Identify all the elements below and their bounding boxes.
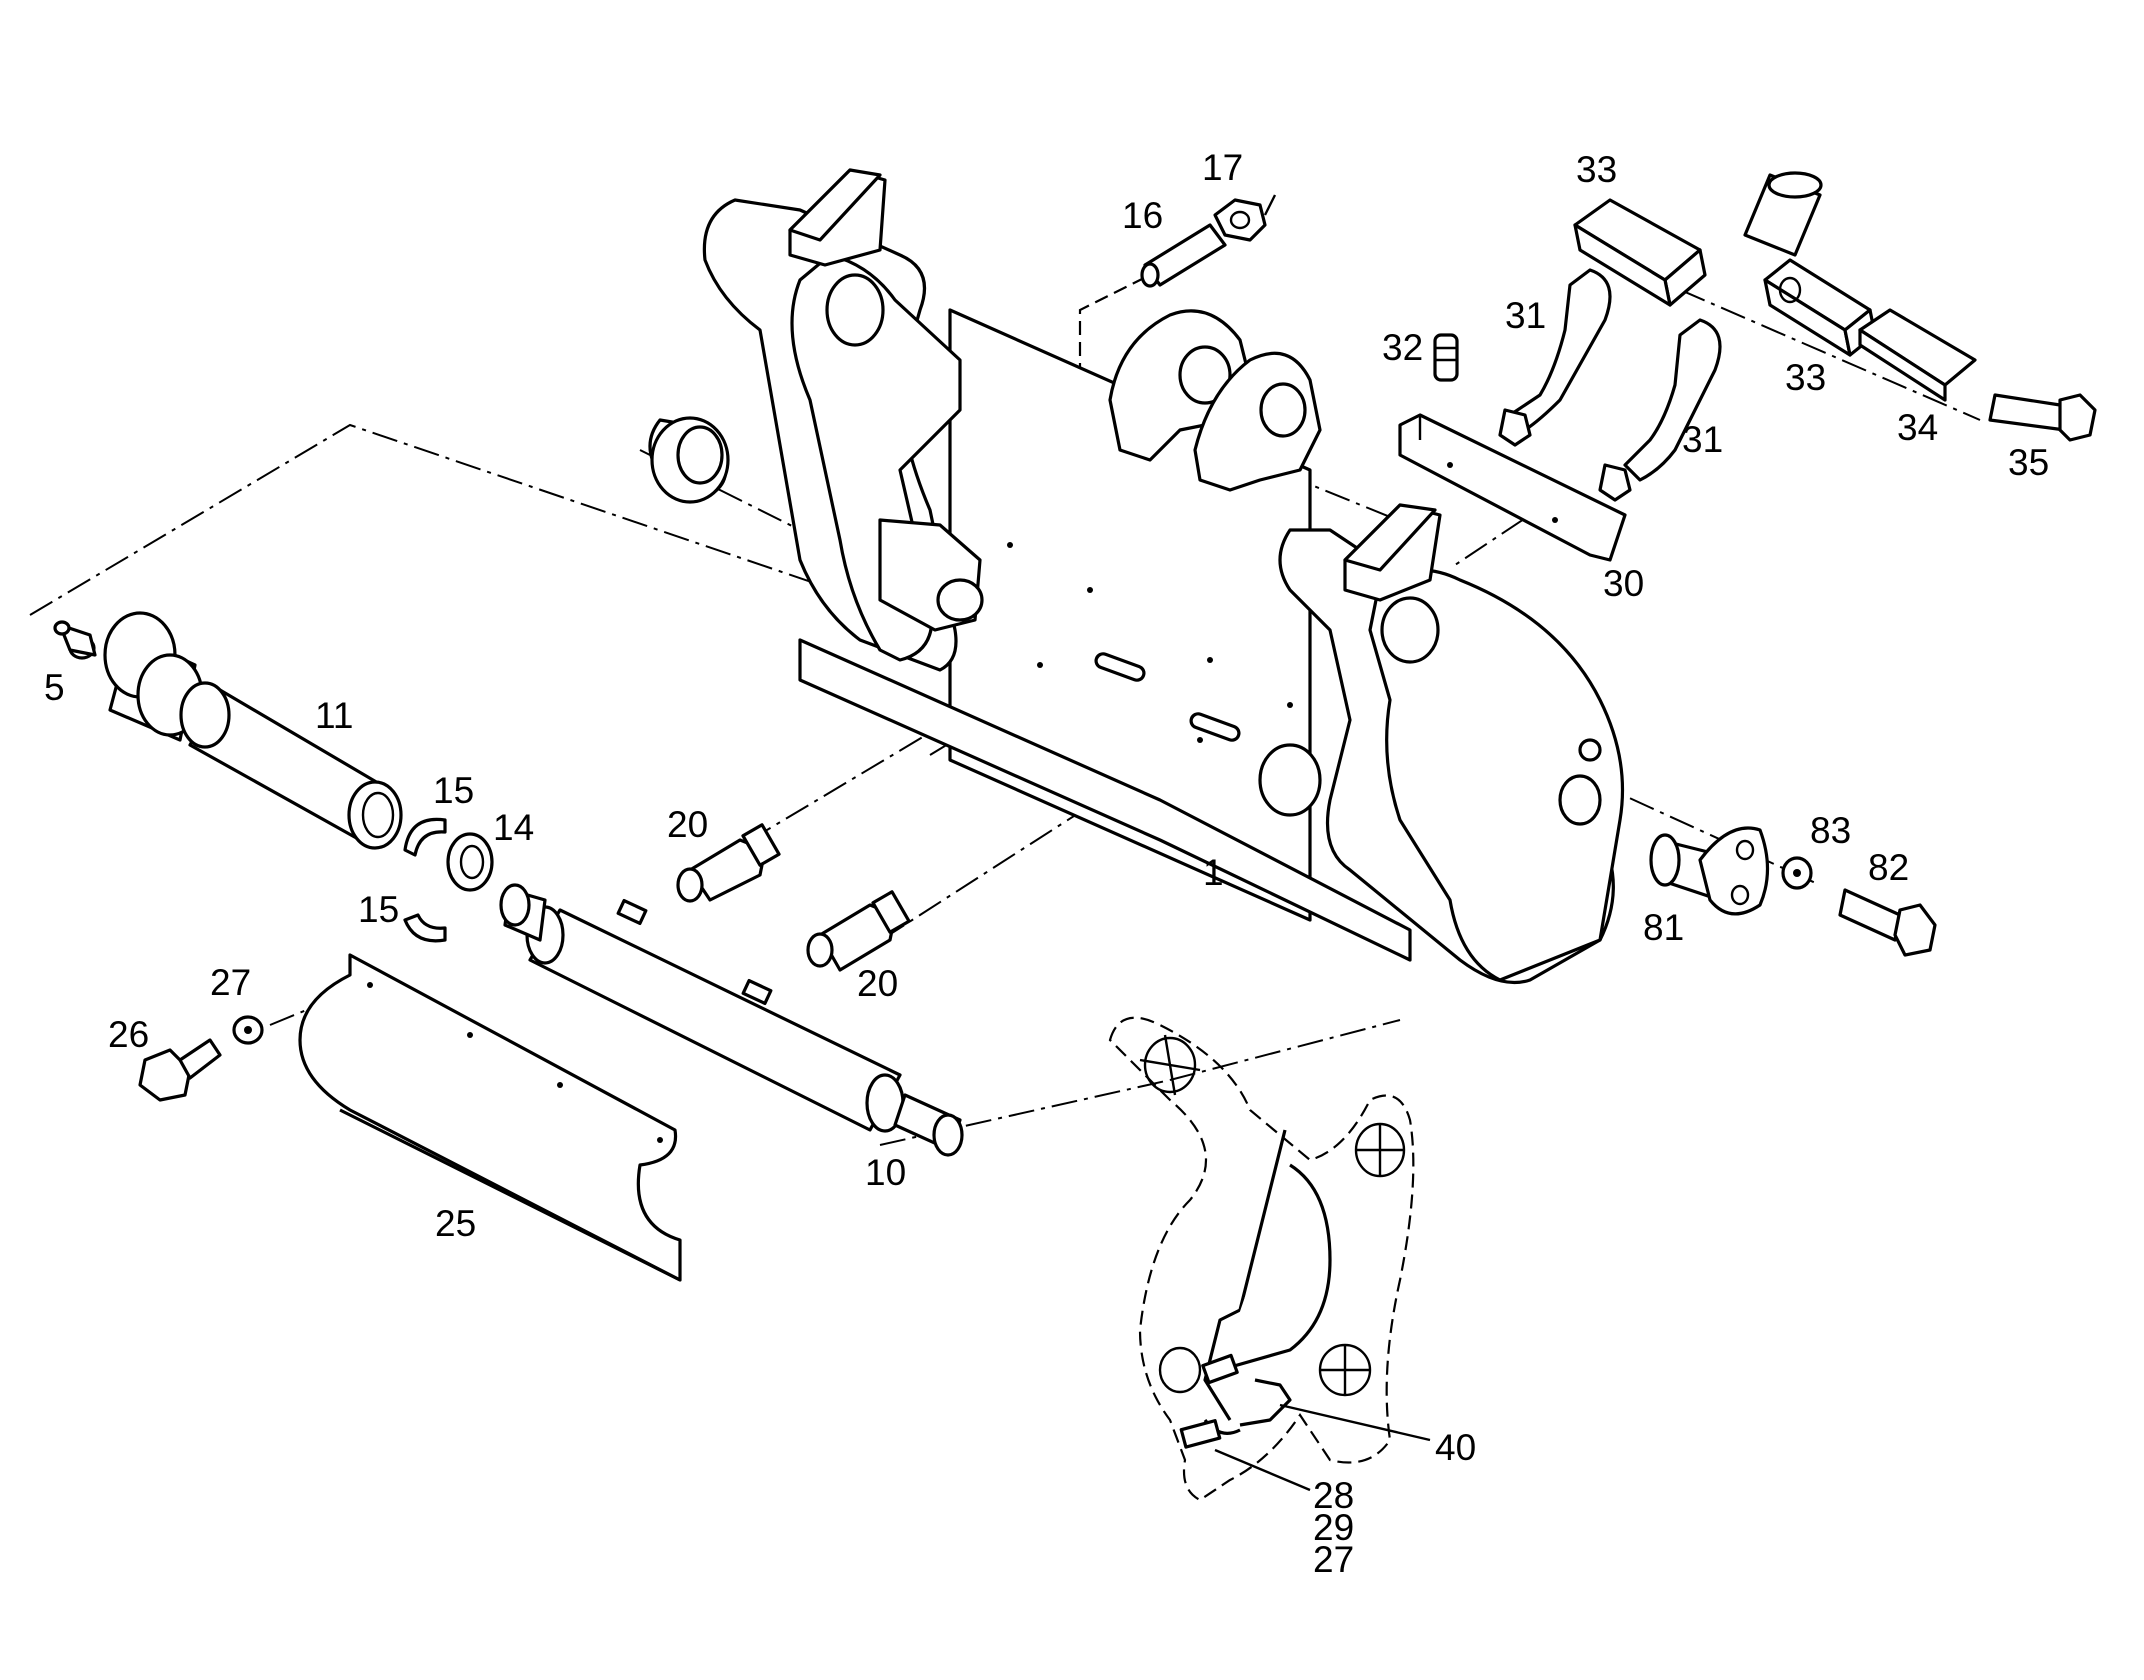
callout-83: 83	[1810, 810, 1851, 851]
callout-11: 11	[315, 695, 353, 736]
callout-32: 32	[1382, 327, 1423, 368]
callout-33b: 33	[1785, 357, 1826, 398]
callout-35: 35	[2008, 442, 2049, 483]
callout-25: 25	[435, 1203, 476, 1244]
callout-labels: 1 5 10 11 14 15 15 16 17 20 20 25 26 27 …	[44, 147, 2049, 1580]
callout-40: 40	[1435, 1427, 1476, 1468]
callout-20a: 20	[667, 804, 708, 845]
part-34-plate	[1858, 308, 1977, 402]
callout-81: 81	[1643, 907, 1684, 948]
callout-31a: 31	[1505, 295, 1546, 336]
part-32-grease-fitting	[1433, 333, 1459, 382]
callout-28: 28	[1313, 1475, 1354, 1516]
callout-17: 17	[1202, 147, 1243, 188]
part-14-washer	[446, 832, 494, 892]
callout-20b: 20	[857, 963, 898, 1004]
callout-27b: 27	[1313, 1539, 1354, 1580]
detail-view-lever	[1108, 1016, 1415, 1502]
main-frame-part-1	[702, 168, 1625, 985]
callout-14: 14	[493, 807, 534, 848]
part-25-cover-plate	[298, 953, 682, 1282]
part-33-pipe-piece	[1743, 171, 1823, 257]
part-31-hose-upper	[1498, 268, 1612, 447]
part-35-bolt	[1988, 393, 2097, 442]
part-31-hose-lower	[1598, 318, 1722, 502]
part-16-stud	[1140, 223, 1227, 288]
part-30-bar	[1398, 413, 1627, 562]
callout-31b: 31	[1682, 419, 1723, 460]
leader-lines	[1214, 1403, 1431, 1492]
part-15-circlip-upper	[403, 817, 447, 857]
part-15-circlip-lower	[403, 913, 447, 943]
part-81-pin-plate	[1649, 826, 1770, 916]
callout-27: 27	[210, 962, 251, 1003]
part-bushing-left	[103, 611, 204, 742]
part-83-washer	[1781, 856, 1813, 890]
callout-26: 26	[108, 1014, 149, 1055]
callout-10: 10	[865, 1152, 906, 1193]
part-33-clamp-upper	[1573, 198, 1707, 307]
part-11-pin	[179, 681, 403, 850]
part-10-hydraulic-cylinder	[499, 883, 964, 1157]
top-left-bushing	[648, 416, 730, 504]
part-20-stud-upper	[676, 823, 781, 903]
part-20-stud-lower	[806, 890, 911, 972]
callout-33a: 33	[1576, 149, 1617, 190]
part-82-bolt	[1838, 888, 1937, 957]
callout-1: 1	[1203, 852, 1224, 893]
callout-15a: 15	[433, 770, 474, 811]
callout-34: 34	[1897, 407, 1938, 448]
part-26-bolt	[138, 1038, 222, 1102]
callout-82: 82	[1868, 847, 1909, 888]
callout-5: 5	[44, 667, 65, 708]
part-17-nut	[1213, 194, 1277, 242]
callout-15b: 15	[358, 889, 399, 930]
callout-30: 30	[1603, 563, 1644, 604]
callout-29: 29	[1313, 1507, 1354, 1548]
callout-16: 16	[1122, 195, 1163, 236]
part-27-washer	[232, 1015, 264, 1045]
plate-holes	[1007, 542, 1293, 743]
part-5-grease-nipple	[53, 620, 97, 660]
